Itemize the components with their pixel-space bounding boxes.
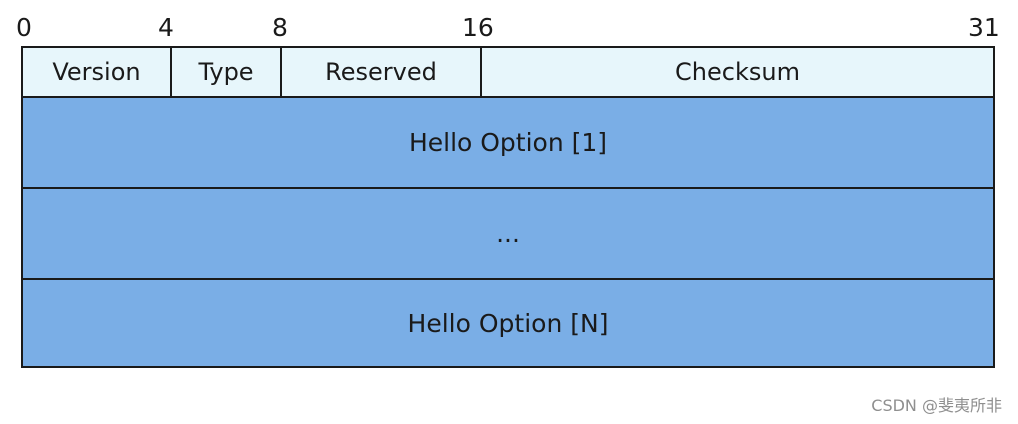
header-row: Version Type Reserved Checksum	[23, 48, 993, 98]
field-checksum: Checksum	[480, 48, 993, 96]
bit-label-8: 8	[272, 13, 288, 42]
watermark: CSDN @斐夷所非	[871, 396, 1002, 415]
bit-label-16: 16	[462, 13, 494, 42]
hello-option-ellipsis: ...	[23, 189, 993, 280]
hello-option-first: Hello Option [1]	[23, 98, 993, 189]
bit-label-31: 31	[968, 13, 1000, 42]
bit-label-0: 0	[16, 13, 32, 42]
bit-label-4: 4	[158, 13, 174, 42]
hello-packet-format: Version Type Reserved Checksum Hello Opt…	[21, 46, 995, 368]
field-type: Type	[170, 48, 280, 96]
hello-option-last: Hello Option [N]	[23, 280, 993, 366]
field-reserved: Reserved	[280, 48, 480, 96]
field-version: Version	[23, 48, 170, 96]
